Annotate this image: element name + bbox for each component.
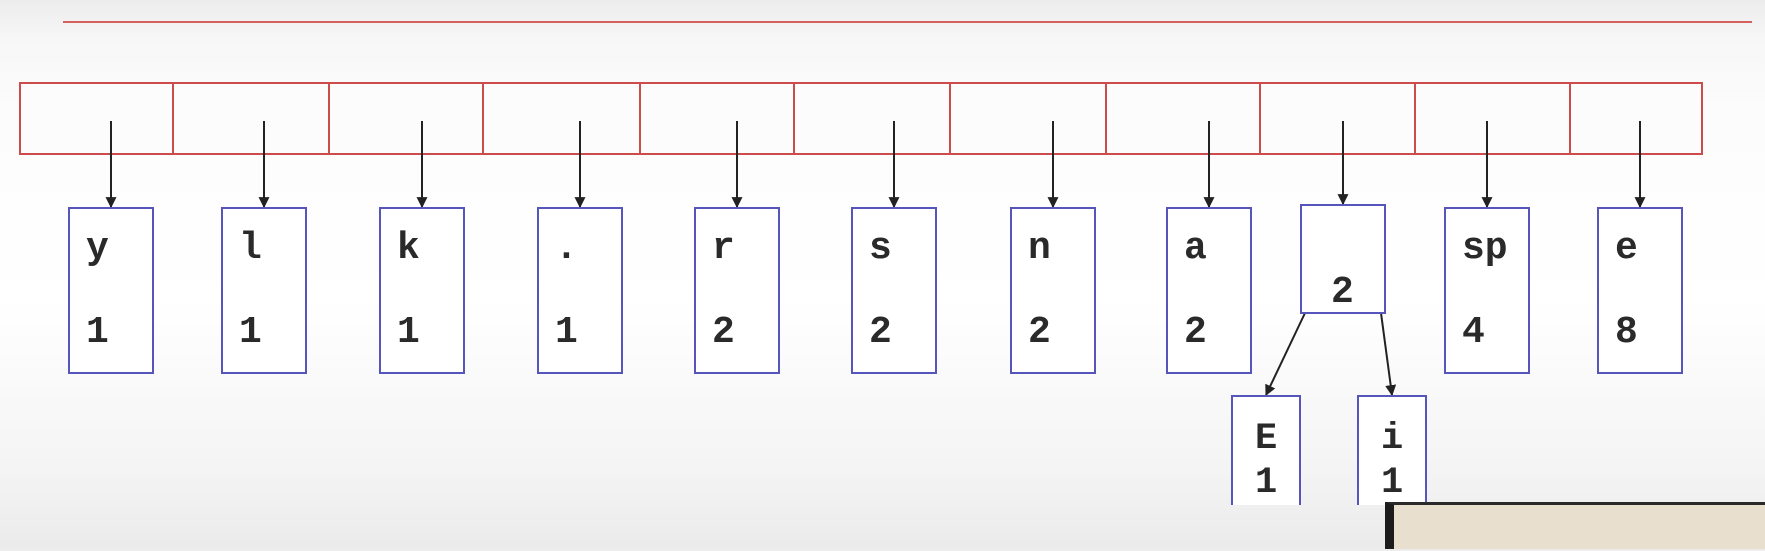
node-symbol: a [1184, 227, 1207, 270]
pointer-arrows [105, 121, 1646, 397]
queue-slot-1 [19, 82, 174, 155]
tree-node-9: 2 [1300, 204, 1386, 314]
node-box [1444, 207, 1530, 374]
child-node-2: i1 [1357, 395, 1427, 505]
node-count: 1 [86, 311, 109, 354]
node-symbol: e [1615, 227, 1638, 270]
queue-slot-9 [1259, 82, 1416, 155]
queue-slot-8 [1105, 82, 1261, 155]
node-count: 1 [239, 311, 262, 354]
node-count: 1 [555, 311, 578, 354]
node-count: 4 [1462, 311, 1485, 354]
priority-queue-array [19, 82, 1703, 155]
node-count: 2 [1028, 311, 1051, 354]
node-box [1357, 395, 1427, 505]
node-count: 2 [712, 311, 735, 354]
child-edge-1 [1265, 312, 1306, 396]
node-symbol: . [555, 227, 578, 270]
node-symbol: r [712, 227, 735, 270]
node-box [221, 207, 307, 374]
tree-node-7: n2 [1010, 207, 1096, 374]
node-box [1166, 207, 1252, 374]
node-symbol: y [86, 227, 109, 270]
tree-node-3: k1 [379, 207, 465, 374]
video-overlay-corner [1385, 502, 1765, 549]
node-count: 1 [397, 311, 420, 354]
node-symbol: n [1028, 227, 1051, 270]
tree-node-1: y1 [68, 207, 154, 374]
node-count: 8 [1615, 311, 1638, 354]
node-count: 2 [1184, 311, 1207, 354]
node-box [1231, 395, 1301, 505]
child-node-1: E1 [1231, 395, 1301, 505]
queue-slot-10 [1414, 82, 1571, 155]
node-box [1010, 207, 1096, 374]
node-box [68, 207, 154, 374]
node-count: 1 [1381, 462, 1403, 504]
node-count: 2 [1331, 271, 1354, 314]
node-count: 1 [1255, 462, 1277, 504]
node-box [537, 207, 623, 374]
tree-node-8: a2 [1166, 207, 1252, 374]
queue-slot-11 [1569, 82, 1703, 155]
tree-node-2: l1 [221, 207, 307, 374]
tree-node-10: sp 4 [1444, 207, 1530, 374]
node-symbol: E [1255, 418, 1277, 460]
tree-node-5: r2 [694, 207, 780, 374]
node-count: 2 [869, 311, 892, 354]
node-box [1597, 207, 1683, 374]
tree-node-6: s2 [851, 207, 937, 374]
node-symbol: sp [1462, 227, 1508, 270]
queue-slot-5 [639, 82, 795, 155]
node-symbol: i [1381, 418, 1403, 460]
node-box [694, 207, 780, 374]
queue-slot-4 [482, 82, 641, 155]
queue-slot-3 [328, 82, 484, 155]
queue-slot-6 [793, 82, 951, 155]
node-symbol: l [239, 227, 262, 270]
child-edge-2 [1380, 312, 1397, 397]
node-box [1300, 204, 1386, 314]
queue-slot-7 [949, 82, 1107, 155]
queue-slot-2 [172, 82, 330, 155]
tree-node-4: .1 [537, 207, 623, 374]
node-symbol: k [397, 227, 420, 270]
node-box [851, 207, 937, 374]
node-box [379, 207, 465, 374]
tree-node-11: e8 [1597, 207, 1683, 374]
node-symbol: s [869, 227, 892, 270]
